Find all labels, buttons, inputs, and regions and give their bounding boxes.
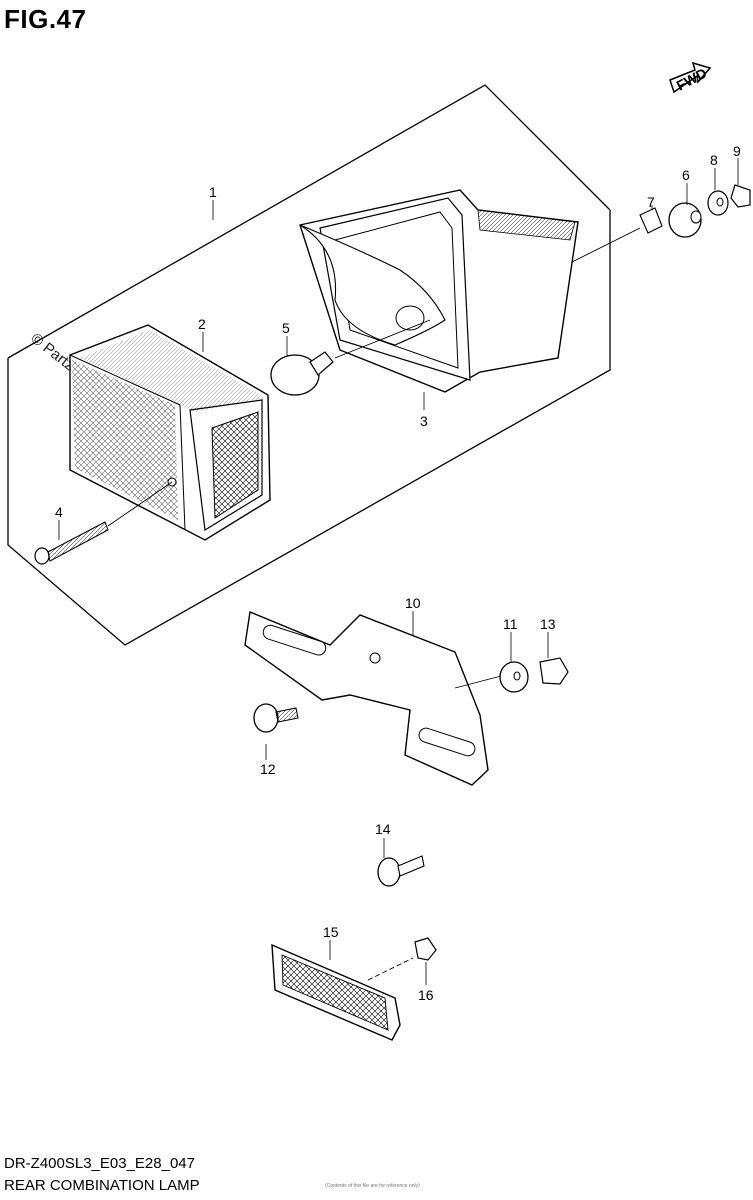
nut-part [730,184,751,208]
callout-1: 1 [209,184,217,200]
model-code: DR-Z400SL3_E03_E28_047 [4,1155,195,1172]
callout-10: 10 [405,595,421,611]
callout-14: 14 [375,821,391,837]
callout-8: 8 [710,152,718,168]
callout-11: 11 [503,616,518,632]
nut-part-16 [414,937,437,961]
cushion-part [668,202,702,238]
callout-15: 15 [323,924,339,940]
fwd-arrow-icon: FWD [669,61,712,94]
callout-4: 4 [55,504,63,520]
callout-13: 13 [540,616,556,632]
callout-12: 12 [260,761,276,777]
bolt-part-14 [377,855,425,887]
fine-print: (Contents of this file are for reference… [325,1183,420,1189]
callout-3: 3 [420,413,428,429]
callout-6: 6 [682,167,690,183]
spacer-part [639,207,663,234]
callout-labels: 1 2 3 4 5 6 7 8 9 10 11 12 13 14 15 16 [55,143,741,1003]
callout-2: 2 [198,316,206,332]
nut-part-13 [539,657,569,685]
screw-part [34,481,173,565]
figure-title: FIG.47 [4,4,87,34]
leader-lines [58,158,739,985]
fastener-group-upper [571,184,751,263]
assembly-outline [7,84,611,646]
reflector-part [271,943,414,1041]
bracket-part [244,611,506,786]
callout-5: 5 [282,320,290,336]
housing-part [299,189,579,393]
lens-part [69,324,271,541]
callout-7: 7 [647,194,655,210]
bulb-part [270,319,431,396]
bolt-part-12 [253,703,299,733]
fwd-label: FWD [674,65,710,94]
callout-9: 9 [733,143,741,159]
figure-description: REAR COMBINATION LAMP [4,1177,200,1194]
callout-16: 16 [418,987,434,1003]
